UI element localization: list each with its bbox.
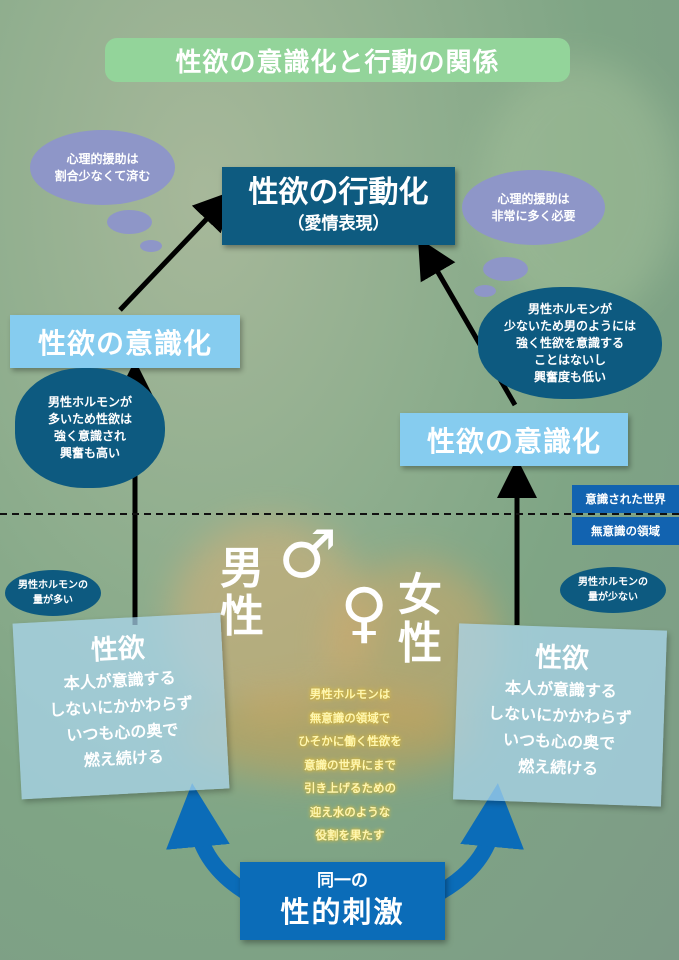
text: 性 <box>398 618 442 669</box>
left-thought-bubble: 心理的援助は割合少なくて済む <box>30 130 175 205</box>
unconscious-realm-label: 無意識の領域 <box>572 517 679 545</box>
text: 引き上げるための <box>304 781 396 795</box>
sexual-stimulus-box: 同一の 性的刺激 <box>240 862 445 940</box>
text: ひそかに働く性欲を <box>298 734 402 748</box>
conscious-world-label: 意識された世界 <box>572 485 679 513</box>
text: 男性ホルモンの <box>578 577 648 588</box>
text: ことはないし <box>533 352 606 367</box>
text: 男 <box>220 543 264 594</box>
male-label: 男性 <box>220 545 264 641</box>
text: 女 <box>398 570 442 621</box>
text: 役割を果たす <box>315 828 385 842</box>
text: 量が多い <box>33 595 73 606</box>
page-title: 性欲の意識化と行動の関係 <box>105 38 570 82</box>
left-consciousness-box: 性欲の意識化 <box>10 315 240 368</box>
thought-dot <box>483 257 528 281</box>
thought-dot <box>474 285 496 297</box>
left-cloud-bubble: 男性ホルモンが多いため性欲は強く意識され興奮も高い <box>15 368 165 488</box>
text: 男性ホルモンは <box>309 687 391 701</box>
male-symbol-icon: ♂ <box>278 516 338 593</box>
right-libido-card: 性欲 本人が意識する しないにかかわらず いつも心の奥で 燃え続ける <box>452 623 668 807</box>
female-symbol-icon: ♀ <box>340 574 389 651</box>
right-cloud-bubble: 男性ホルモンが少ないため男のようには強く性欲を意識することはないし興奮度も低い <box>478 287 662 399</box>
behavior-title: 性欲の行動化 <box>248 175 429 210</box>
text: 量が少ない <box>588 592 638 603</box>
arrow-left-diagonal <box>118 190 234 312</box>
right-thought-bubble: 心理的援助は非常に多く必要 <box>462 170 605 245</box>
text: 強く性欲を意識する <box>515 335 624 350</box>
thought-dot <box>107 210 152 234</box>
text: 男性ホルモンの <box>18 580 88 591</box>
text: 男性ホルモンが <box>47 395 132 409</box>
text: 心理的援助は <box>497 191 570 206</box>
text: 迎え水のような <box>309 804 391 819</box>
text: 多いため性欲は <box>47 412 132 426</box>
behavior-box: 性欲の行動化 （愛情表現） <box>222 167 455 245</box>
right-hormone-bubble: 男性ホルモンの量が少ない <box>560 567 666 613</box>
text: 興奮も高い <box>59 446 120 460</box>
text: 興奮度も低い <box>533 369 606 384</box>
right-consciousness-box: 性欲の意識化 <box>400 413 628 466</box>
text: 無意識の領域で <box>309 710 391 725</box>
left-hormone-bubble: 男性ホルモンの量が多い <box>5 570 101 616</box>
text: 心理的援助は <box>66 151 139 166</box>
text: 性 <box>220 591 264 642</box>
stimulus-line2: 性的刺激 <box>280 895 405 929</box>
behavior-subtitle: （愛情表現） <box>287 214 390 234</box>
text: 意識の世界にまで <box>304 757 396 772</box>
text: 男性ホルモンが <box>527 301 612 316</box>
stimulus-line1: 同一の <box>317 871 368 891</box>
female-label: 女性 <box>398 572 442 668</box>
text: 割合少なくて済む <box>54 168 151 183</box>
thought-dot <box>140 240 162 252</box>
text: 強く意識され <box>53 429 126 443</box>
text: 少ないため男のようには <box>503 318 636 333</box>
left-libido-card: 性欲 本人が意識する しないにかかわらず いつも心の奥で 燃え続ける <box>12 612 230 800</box>
hormone-explanation: 男性ホルモンは 無意識の領域で ひそかに働く性欲を 意識の世界にまで 引き上げる… <box>265 683 435 848</box>
text: 非常に多く必要 <box>491 208 576 223</box>
